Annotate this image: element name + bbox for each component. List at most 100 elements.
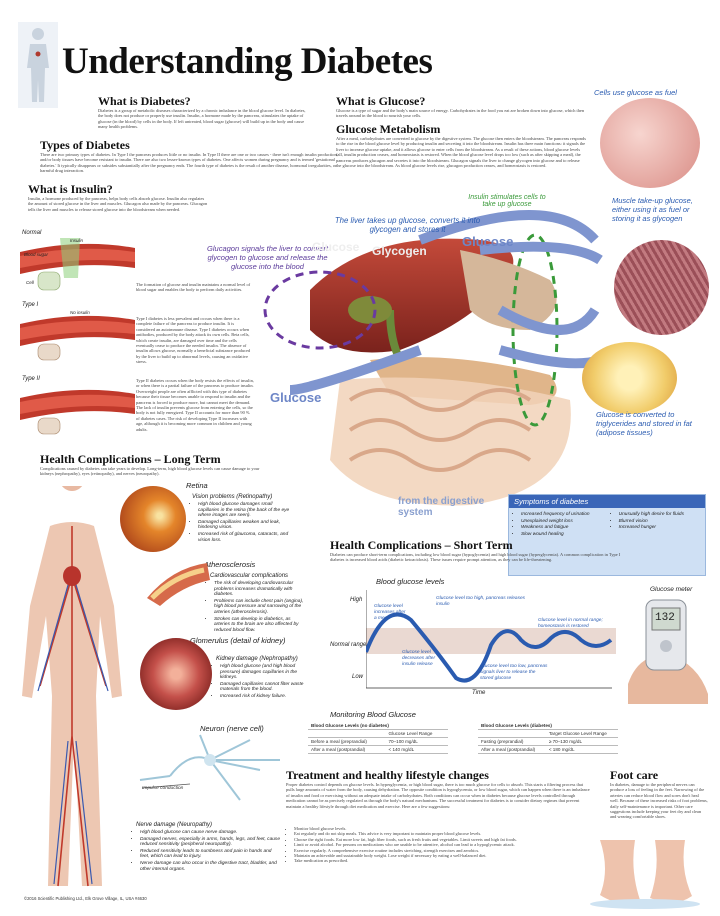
symptom-item: Unexplained weight loss <box>521 519 611 525</box>
from-digestive-label: from the digestive system <box>398 496 485 518</box>
treatment-heading: Treatment and healthy lifestyle changes <box>286 768 489 782</box>
table-row: Fasting (preprandial)≥ 70–130 mg/dL <box>478 737 618 746</box>
what-is-diabetes-text: Diabetes is a group of metabolic disease… <box>98 108 306 130</box>
no-insulin-label: No insulin <box>70 310 90 315</box>
foot-care-heading: Foot care <box>610 768 659 782</box>
diabetes-table: Blood Glucose Levels (diabetes) Target G… <box>478 722 618 754</box>
treatment-list: Monitor blood glucose levels. Eat regula… <box>286 826 604 864</box>
symptom-item: Unusually high desire for fluids <box>619 512 701 518</box>
artery-image <box>142 558 212 608</box>
treatment-item: Take medication as prescribed. <box>294 858 604 863</box>
cells-image <box>600 98 700 188</box>
table-col-header: Glucose Level Range <box>385 729 448 738</box>
what-is-diabetes-heading: What is Diabetes? <box>98 94 191 108</box>
nerve-item: High blood glucose can cause nerve damag… <box>140 830 280 836</box>
nerve-list: High blood glucose can cause nerve damag… <box>132 830 280 873</box>
retina-list: High blood glucose damages small capilla… <box>190 502 290 544</box>
treatment-text: Proper diabetes control depends on gluco… <box>286 782 590 809</box>
short-term-heading: Health Complications – Short Term <box>330 538 513 552</box>
type2-vessel <box>20 389 135 435</box>
metabolism-heading: Glucose Metabolism <box>336 122 441 136</box>
glomerulus-image <box>140 638 212 710</box>
glucagon-signals-label: Glucagon signals the liver to convert gl… <box>207 244 328 271</box>
kidney-sub: Kidney damage (Nephropathy) <box>216 656 298 662</box>
long-term-heading: Health Complications – Long Term <box>40 452 221 466</box>
athero-sub: Cardiovascular complications <box>210 573 289 579</box>
impulse-label: Impulse conduction <box>142 786 184 791</box>
no-diabetes-title: Blood Glucose Levels (no diabetes) <box>308 722 448 730</box>
symptom-item: Increased frequency of urination <box>521 512 611 518</box>
glucose-curve-chart <box>364 590 616 690</box>
treatment-item: Maintain an achievable and sustainable b… <box>294 853 604 858</box>
glucose-liver-label: Glucose <box>312 240 360 254</box>
symptom-item: Blurred vision <box>619 519 701 525</box>
glucose-chart-title: Blood glucose levels <box>376 577 445 586</box>
nerve-item: Damaged nerves, especially in arms, hand… <box>140 837 280 848</box>
monitoring-heading: Monitoring Blood Glucose <box>330 710 416 719</box>
type2-text: Type II diabetes occurs when the body re… <box>136 378 254 432</box>
table-row: After a meal (postprandial)< 180 mg/dL <box>478 745 618 754</box>
neuron-image <box>130 730 290 810</box>
athero-item: The risk of developing cardiovascular pr… <box>214 581 304 598</box>
insulin-text: Insulin, a hormone produced by the pancr… <box>28 196 208 212</box>
treatment-item: Eat regularly and do not skip meals. Thi… <box>294 831 604 836</box>
nerve-item: Nerve damage can also occur in the diges… <box>140 861 280 872</box>
glucose-meter-image <box>618 594 713 704</box>
type1-text: Type I diabetes is less prevalent and oc… <box>136 316 251 365</box>
insulin-panel <box>20 228 135 448</box>
kidney-list: High blood glucose (and high blood press… <box>212 664 310 701</box>
insulin-stimulates-label: Insulin stimulates cells to take up gluc… <box>468 194 546 208</box>
glucose-upper-label: Glucose <box>462 234 514 249</box>
time-label: Time <box>472 690 486 696</box>
glucose-lower-label: Glucose <box>270 390 322 405</box>
normal-text: The formation of glucose and insulin mai… <box>136 282 251 293</box>
table-row: After a meal (postprandial)< 140 mg/dL <box>308 745 448 754</box>
no-diabetes-table: Blood Glucose Levels (no diabetes) Gluco… <box>308 722 448 754</box>
types-heading: Types of Diabetes <box>40 138 130 152</box>
footer-copyright: ©2016 Scientific Publishing Ltd., Elk Gr… <box>24 896 147 901</box>
type2-label: Type II <box>22 376 40 382</box>
triglycerides-label: Glucose is converted to triglycerides an… <box>596 410 692 437</box>
anatomy-figure-icon <box>18 22 58 108</box>
kidney-item: Increased risk of kidney failure. <box>220 694 310 700</box>
symptoms-heading: Symptoms of diabetes <box>509 495 705 508</box>
normal-label: Normal <box>22 230 42 236</box>
symptom-item: Weakness and fatigue <box>521 525 611 531</box>
symptoms-box: Symptoms of diabetes Increased frequency… <box>508 494 706 576</box>
athero-item: Problems can include chest pain (angina)… <box>214 599 304 616</box>
diabetes-title: Blood Glucose Levels (diabetes) <box>478 722 618 730</box>
page-title: Understanding Diabetes <box>62 41 433 82</box>
liver-takes-label: The liver takes up glucose, converts it … <box>334 216 481 234</box>
athero-heading: Atherosclerosis <box>204 560 256 569</box>
retina-item: Damaged capillaries weaken and leak, hin… <box>198 520 290 531</box>
chart-annotation-1: Glucose level increases after a meal <box>374 604 406 621</box>
glomerulus-heading: Glomerulus (detail of kidney) <box>190 636 286 645</box>
type1-label: Type I <box>22 302 39 308</box>
body-figure <box>10 459 135 896</box>
meter-reading: 132 <box>655 612 675 624</box>
retina-sub: Vision problems (Retinopathy) <box>192 494 273 500</box>
nerve-sub: Nerve damage (Neuropathy) <box>136 822 213 828</box>
symptom-item: Slow wound healing <box>521 532 611 538</box>
treatment-item: Monitor blood glucose levels. <box>294 826 604 831</box>
retina-item: High blood glucose damages small capilla… <box>198 502 290 519</box>
treatment-item: Limit or avoid alcohol. For persons on m… <box>294 842 604 847</box>
kidney-item: Damaged capillaries cannot filter waste … <box>220 682 310 693</box>
cell-label: Cell <box>26 280 34 285</box>
athero-item: Strokes can develop in diabetics, as art… <box>214 617 304 634</box>
type1-vessel <box>20 315 135 361</box>
retina-item: Increased risk of glaucoma, cataracts, a… <box>198 532 290 543</box>
high-label: High <box>350 597 363 603</box>
symptom-item: Increased hunger <box>619 525 701 531</box>
retina-heading: Retina <box>186 481 208 490</box>
kidney-item: High blood glucose (and high blood press… <box>220 664 310 681</box>
foot-care-text: In diabetes, damage to the peripheral ne… <box>610 782 708 820</box>
what-is-glucose-text: Glucose is a type of sugar and the body'… <box>336 108 585 119</box>
table-col-header: Target Glucose Level Range <box>545 729 618 738</box>
short-term-text: Diabetes can produce short-term complica… <box>330 552 621 563</box>
chart-annotation-3: Glucose level in normal range; homeostas… <box>538 618 603 629</box>
organs-illustration <box>250 200 610 520</box>
chart-annotation-5: Glucose level too low, pancreas signals … <box>480 664 548 681</box>
insulin-heading: What is Insulin? <box>28 182 113 196</box>
muscle-image <box>614 240 709 335</box>
